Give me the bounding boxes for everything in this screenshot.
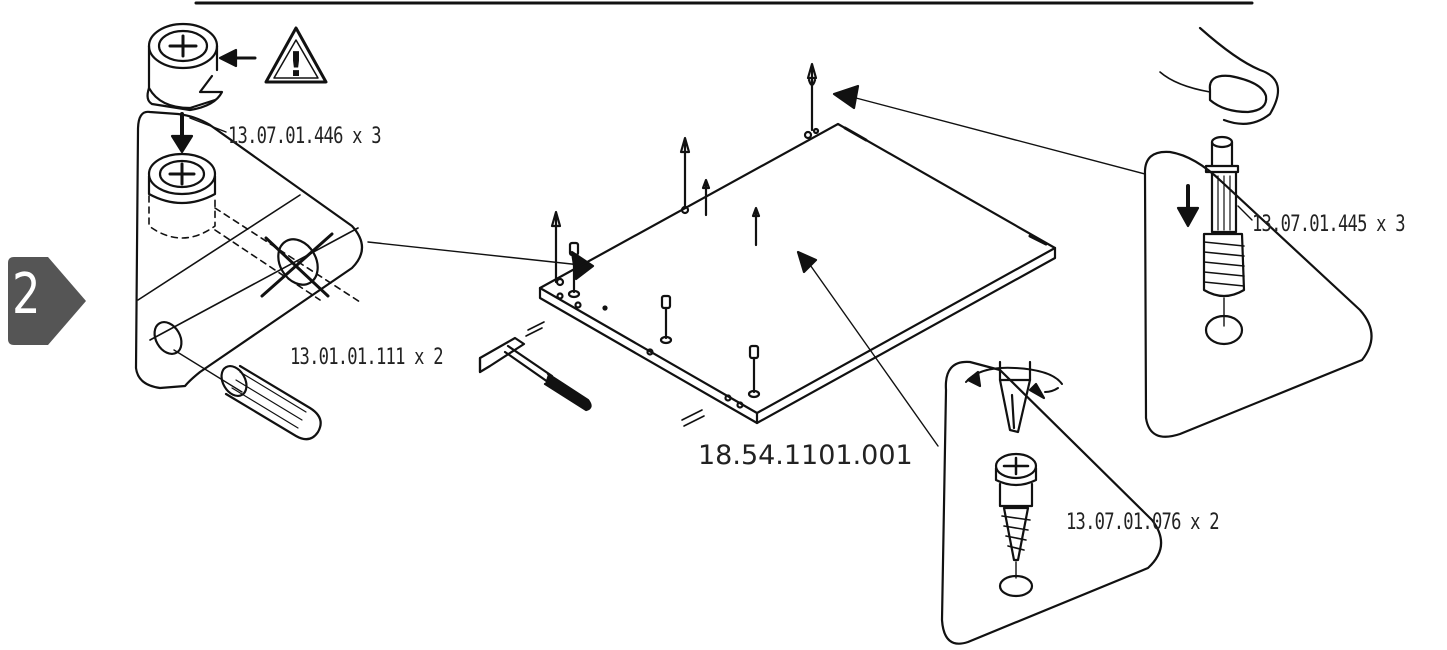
hammer-icon	[478, 336, 592, 412]
screw-part	[994, 452, 1038, 598]
step-number: 2	[12, 262, 41, 327]
label-cam-pin: 13.07.01.445 x 3	[1252, 212, 1406, 237]
panel-cams	[567, 241, 761, 399]
dowel-hole	[153, 321, 183, 355]
cam-pins	[550, 62, 818, 284]
dowel-part	[220, 364, 322, 441]
step-badge	[8, 257, 86, 345]
cam-lock-inserted	[147, 152, 361, 303]
warning-icon: !	[264, 26, 328, 85]
svg-text:!: !	[288, 45, 304, 85]
right-callout-leader	[855, 97, 1146, 175]
main-panel	[538, 122, 1057, 425]
finger-icon	[1159, 26, 1280, 125]
label-panel: 18.54.1101.001	[698, 440, 913, 471]
label-cam-lock: 13.07.01.446 x 3	[228, 124, 382, 149]
label-dowel: 13.01.01.111 x 2	[290, 345, 444, 370]
cam-pin-part	[1202, 135, 1246, 346]
screw-callout	[940, 360, 1163, 645]
no-use-mark	[260, 232, 334, 298]
left-callout-leader	[367, 241, 591, 267]
screwdriver-icon	[965, 360, 1063, 434]
right-callout	[1143, 150, 1373, 438]
cam-lock-part	[146, 22, 224, 112]
left-callout	[134, 110, 364, 390]
label-screw: 13.07.01.076 x 2	[1066, 510, 1220, 535]
